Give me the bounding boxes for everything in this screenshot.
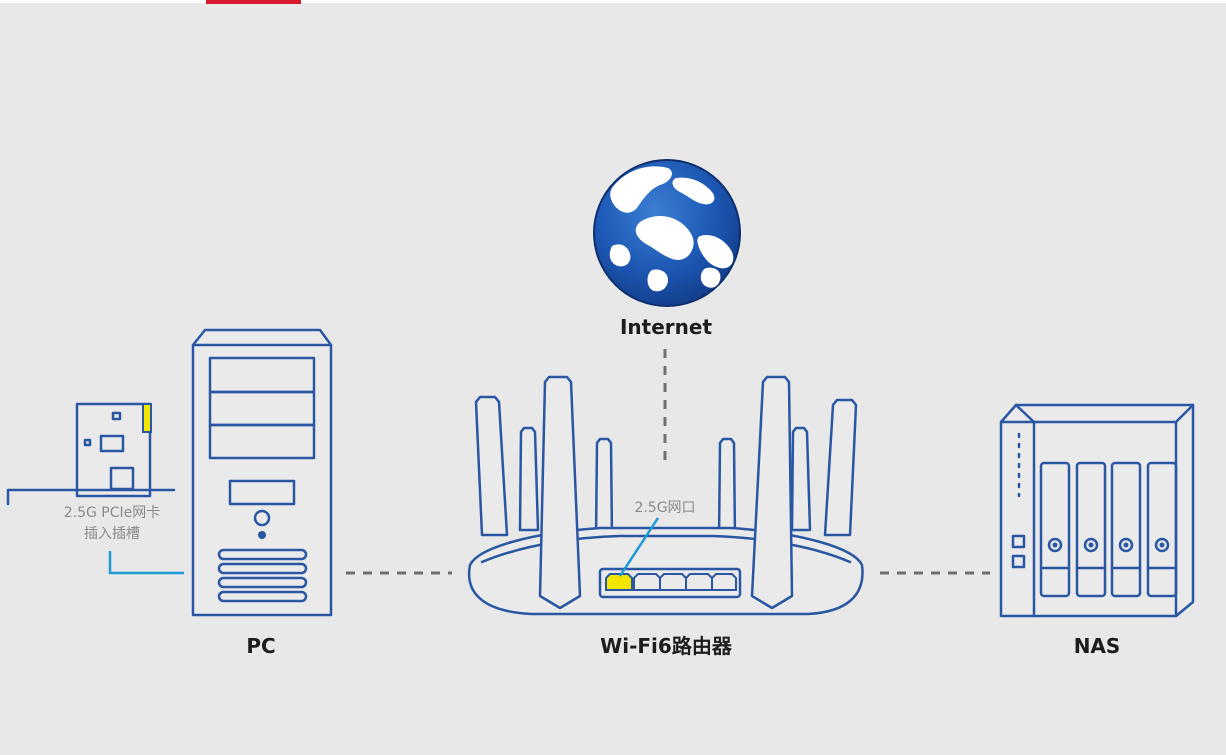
globe-icon (593, 159, 741, 307)
router-port-2-5g (605, 573, 633, 591)
pc-tower-icon (191, 328, 333, 617)
router-icon (467, 375, 864, 616)
nas-icon (999, 403, 1195, 618)
accent-bar (206, 0, 301, 4)
router-label: Wi-Fi6路由器 (600, 634, 733, 658)
pcie-card-label-line2: 插入插槽 (84, 526, 140, 542)
port-callout-line (618, 517, 660, 577)
pcie-card-label-line1: 2.5G PCIe网卡 (64, 505, 161, 521)
pcie-card-icon (6, 402, 176, 506)
pc-label: PC (246, 634, 275, 658)
pcie-card-link (108, 551, 184, 575)
nas-label: NAS (1074, 634, 1121, 658)
internet-label: Internet (620, 315, 712, 339)
router-port-lan4 (711, 573, 737, 591)
pcie-card-chip (142, 403, 152, 433)
port-label: 2.5G网口 (634, 500, 695, 516)
